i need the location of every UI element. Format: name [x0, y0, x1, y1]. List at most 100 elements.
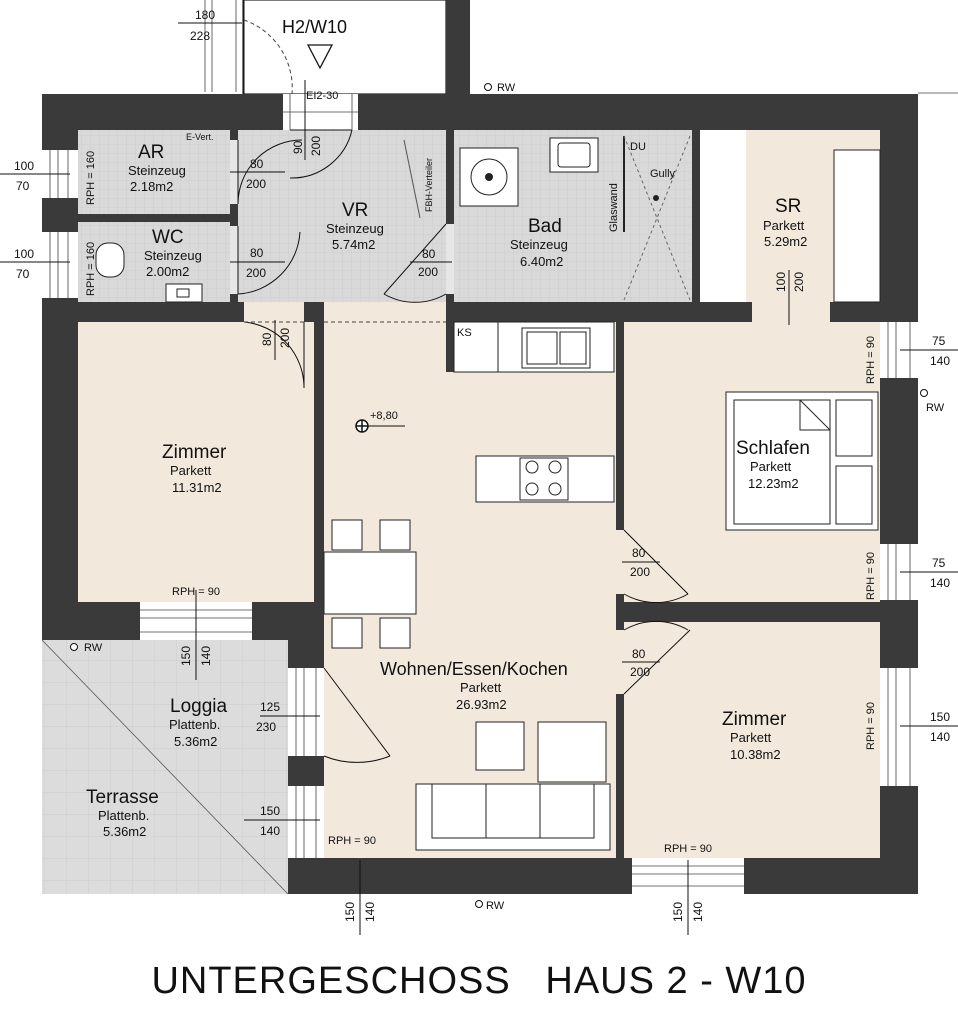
entry-door-h: 200: [309, 136, 323, 156]
wohnen-rph: RPH = 90: [328, 835, 376, 847]
ar-extra: E-Vert.: [186, 132, 214, 142]
bad-name: Bad: [528, 216, 562, 237]
sr-door-h: 200: [792, 272, 806, 292]
bad-area: 6.40m2: [520, 254, 563, 269]
zimmer2-material: Parkett: [730, 730, 772, 745]
rw-icon: [484, 83, 492, 91]
vr-area: 5.74m2: [332, 237, 375, 252]
ar-area: 2.18m2: [130, 179, 173, 194]
entrance-top: 180 228 H2/W10 RW: [178, 0, 958, 95]
entrance-label: EI2-30: [306, 90, 338, 102]
vr-extra: FBH-Verteiler: [424, 158, 434, 212]
dimension-numbers: 100 70 100 70 80 200 80 200 90 200 80 20…: [14, 136, 950, 922]
rw-icon-right: [920, 389, 928, 397]
bad-glaswand: Glaswand: [608, 183, 620, 232]
loggia-name: Loggia: [170, 696, 227, 717]
rw-icon-bottom: [475, 900, 483, 908]
wohnen-name: Wohnen/Essen/Kochen: [380, 659, 568, 679]
sr-name: SR: [775, 196, 801, 217]
zimmer2-win-h: 140: [930, 730, 950, 744]
wc-door-w: 80: [250, 246, 264, 260]
terrasse-material: Plattenb.: [98, 808, 149, 823]
sr-door-w: 100: [774, 272, 788, 292]
zimmer2-area: 10.38m2: [730, 747, 781, 762]
schlafen-win2-h: 140: [930, 576, 950, 590]
ar-win-h: 70: [16, 179, 30, 193]
ar-material: Steinzeug: [128, 163, 186, 178]
loggia-door-w: 125: [260, 700, 280, 714]
ar-name: AR: [138, 142, 164, 163]
wohnen-ks: KS: [457, 327, 472, 339]
markers: [70, 389, 928, 908]
bad-material: Steinzeug: [510, 237, 568, 252]
zimmer1-door-h: 200: [278, 328, 292, 348]
wc-material: Steinzeug: [144, 248, 202, 263]
washing-machine: [459, 147, 519, 207]
schlafen-door-w: 80: [632, 546, 646, 560]
unit-label: H2/W10: [282, 17, 347, 37]
wc-door-h: 200: [246, 266, 266, 280]
schlafen-area: 12.23m2: [748, 476, 799, 491]
zimmer1-area: 11.31m2: [172, 480, 222, 495]
bad-door-w: 80: [422, 247, 436, 261]
terrasse-area: 5.36m2: [103, 824, 146, 839]
entrance-dim-bottom: 228: [190, 29, 210, 43]
bad-du: DU: [630, 141, 646, 153]
zimmer1-material: Parkett: [170, 463, 212, 478]
zimmer1-win-w: 150: [179, 646, 193, 666]
arrow-down-icon: [306, 44, 334, 70]
bad-door-h: 200: [418, 265, 438, 279]
schlafen-rph1: RPH = 90: [865, 336, 877, 384]
schlafen-win1-h: 140: [930, 354, 950, 368]
dimension-lines: [0, 80, 958, 935]
zimmer1-name: Zimmer: [162, 442, 227, 463]
rw-label-top: RW: [497, 82, 516, 94]
sr-area: 5.29m2: [764, 234, 807, 249]
entry-door-w: 90: [291, 140, 305, 154]
vr-name: VR: [342, 200, 368, 221]
dining-table: [323, 551, 417, 615]
wc-area: 2.00m2: [146, 264, 189, 279]
terrasse-door-h: 140: [260, 824, 280, 838]
loggia-door-h: 230: [256, 720, 276, 734]
zimmer1-win-h: 140: [199, 646, 213, 666]
rw-label-right: RW: [926, 402, 945, 414]
wc-rph: RPH = 160: [85, 242, 97, 296]
schlafen-material: Parkett: [750, 459, 792, 474]
terrasse-door-w: 150: [260, 804, 280, 818]
ar-rph: RPH = 160: [85, 151, 97, 205]
openings: [42, 94, 918, 894]
ar-door-h: 200: [246, 177, 266, 191]
schlafen-win2-w: 75: [932, 556, 946, 570]
loggia-area: 5.36m2: [174, 734, 217, 749]
zimmer2-bottom-win-w: 150: [671, 902, 685, 922]
zimmer2-rph2: RPH = 90: [664, 843, 712, 855]
wohnen-level: +8,80: [370, 410, 398, 422]
door-swings: [237, 129, 691, 763]
wohnen-material: Parkett: [460, 680, 502, 695]
vr-material: Steinzeug: [326, 221, 384, 236]
wc-win-w: 100: [14, 247, 34, 261]
wohnen-win-w: 150: [343, 902, 357, 922]
plan-title: UNTERGESCHOSS HAUS 2 - W10: [151, 960, 806, 1002]
zimmer2-door-w: 80: [632, 647, 646, 661]
schlafen-rph2: RPH = 90: [865, 552, 877, 600]
schlafen-name: Schlafen: [736, 438, 810, 459]
zimmer2-win-w: 150: [930, 710, 950, 724]
zimmer1-rph: RPH = 90: [172, 586, 220, 598]
schlafen-door-h: 200: [630, 565, 650, 579]
ar-win-w: 100: [14, 159, 34, 173]
rw-label-bottom: RW: [486, 900, 505, 912]
wohnen-area: 26.93m2: [456, 697, 507, 712]
loggia-material: Plattenb.: [169, 717, 220, 732]
zimmer2-name: Zimmer: [722, 709, 787, 730]
wc-win-h: 70: [16, 267, 30, 281]
bad-gully: Gully: [650, 168, 676, 180]
furniture: [95, 135, 881, 851]
rw-icon-terrace: [70, 643, 78, 651]
entrance-dim-top: 180: [195, 8, 215, 22]
ar-door-w: 80: [250, 157, 264, 171]
zimmer1-door-w: 80: [260, 332, 274, 346]
labels: EI2-30 AR Steinzeug 2.18m2 E-Vert. RPH =…: [84, 90, 945, 912]
